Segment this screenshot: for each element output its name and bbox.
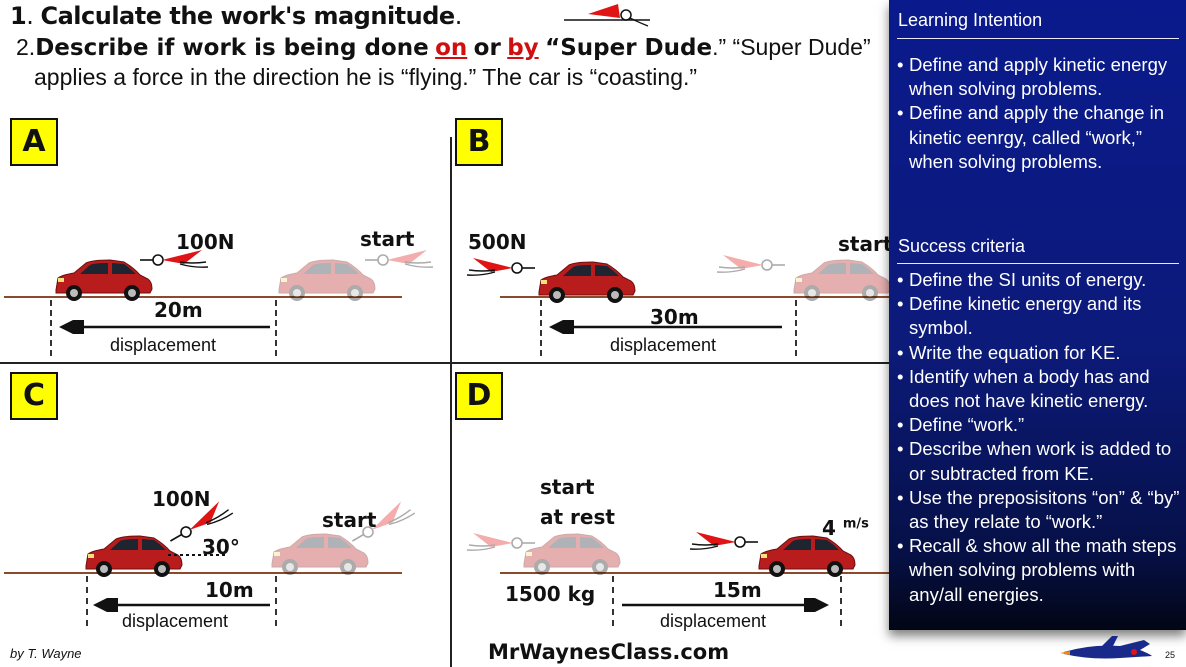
quadrant-b-ghost-dude	[716, 255, 785, 274]
quadrant-d-speed-unit: m/s	[842, 516, 869, 532]
quadrant-c-force: 100N	[152, 487, 211, 511]
success-item: Use the preposisitons “on” & “by” as the…	[897, 486, 1182, 534]
quadrant-b-start-marker	[795, 300, 797, 356]
quadrant-a-start: start	[360, 227, 415, 251]
success-item: Define “work.”	[897, 413, 1182, 437]
quadrant-a-end-marker	[50, 300, 52, 356]
quadrant-d-mass: 1500 kg	[505, 582, 596, 606]
quadrant-d-car	[758, 535, 856, 578]
q1-period: .	[454, 2, 463, 30]
quadrant-c-start-marker	[275, 576, 277, 626]
quadrant-a-label: A	[10, 118, 58, 166]
quadrant-d-speed: 4 m/s	[822, 516, 869, 540]
quadrant-b-super-dude	[466, 258, 535, 277]
quadrant-c-angle-guide	[168, 554, 226, 556]
success-item: Define kinetic energy and its symbol.	[897, 292, 1182, 340]
quadrant-b-start: start	[838, 232, 893, 256]
q2-or: or	[473, 35, 501, 61]
quadrant-d-speed-value: 4	[822, 516, 836, 540]
learning-item: Define and apply the change in kinetic e…	[897, 101, 1182, 174]
page-number: 25	[1165, 650, 1176, 660]
quadrant-c-displacement-label: displacement	[122, 611, 229, 631]
quadrant-a-distance: 20m	[154, 298, 203, 322]
q1-text: Calculate the work's magnitude	[40, 2, 455, 30]
quadrant-d-end-marker	[840, 576, 842, 626]
quadrant-c-end-marker	[86, 576, 88, 626]
quadrant-b-displacement-arrow	[549, 320, 782, 334]
success-item: Describe when work is added to or subtra…	[897, 437, 1182, 485]
success-item: Define the SI units of energy.	[897, 268, 1182, 292]
quadrant-c-distance: 10m	[205, 578, 254, 602]
quadrant-c-displacement-arrow	[93, 598, 270, 612]
quadrant-divider-horizontal	[0, 362, 890, 364]
quadrant-d-label: D	[455, 372, 503, 420]
quadrant-d-start-marker	[612, 576, 614, 626]
q2-by: by	[507, 35, 539, 61]
quadrant-a-start-marker	[275, 300, 277, 356]
q2-close: .”	[712, 34, 727, 60]
author-byline: by T. Wayne	[10, 646, 82, 661]
quadrant-d-displacement-arrow	[622, 598, 829, 612]
learning-intention-list: Define and apply kinetic energy when sol…	[897, 53, 1182, 174]
q2-super-dude: “Super Dude	[545, 35, 713, 61]
quadrant-c-label: C	[10, 372, 58, 420]
question-1: 1. Calculate the work's magnitude.	[10, 2, 462, 30]
quadrant-divider-vertical	[450, 137, 452, 667]
success-criteria-title: Success criteria	[898, 236, 1026, 256]
quadrant-d-ground	[500, 572, 890, 574]
quadrant-b-displacement-label: displacement	[610, 335, 717, 355]
quadrant-c-angle: 30°	[202, 535, 240, 559]
quadrant-a-displacement-label: displacement	[110, 335, 217, 355]
quadrant-a-ghost-car	[278, 259, 376, 302]
jet-logo-icon	[1060, 636, 1152, 659]
quadrant-b-ground	[500, 296, 890, 298]
q1-number: 1	[10, 2, 27, 30]
quadrant-c-ground	[4, 572, 402, 574]
success-item: Write the equation for KE.	[897, 341, 1182, 365]
quadrant-c-start: start	[322, 508, 377, 532]
q2-tail: “Super Dude”	[732, 34, 871, 60]
quadrant-a-ground	[4, 296, 402, 298]
learning-intention-title: Learning Intention	[898, 10, 1043, 30]
q2-describe: Describe if work is being done	[35, 35, 429, 61]
quadrant-b-distance: 30m	[650, 305, 699, 329]
quadrant-d-start-line-1: start	[540, 475, 595, 499]
quadrant-a-ghost-dude	[365, 250, 434, 269]
quadrant-b-car	[538, 261, 636, 304]
quadrant-d-ghost-dude	[466, 533, 535, 552]
site-name: MrWaynesClass.com	[488, 640, 730, 664]
success-criteria-rule	[897, 263, 1179, 264]
quadrant-b-end-marker	[540, 300, 542, 356]
success-item: Recall & show all the math steps when so…	[897, 534, 1182, 607]
quadrant-a-force: 100N	[176, 230, 235, 254]
quadrant-a-displacement-arrow	[59, 320, 270, 334]
q2-on: on	[435, 35, 468, 61]
quadrant-b-force: 500N	[468, 230, 527, 254]
learning-intention-rule	[897, 38, 1179, 39]
quadrant-b-label: B	[455, 118, 503, 166]
quadrant-d-start-line-2: at rest	[540, 505, 615, 529]
q2-number: 2.	[16, 34, 36, 60]
question-2-line-2: applies a force in the direction he is “…	[34, 64, 698, 90]
question-2: 2.Describe if work is being done on or b…	[16, 34, 871, 61]
super-dude-header-icon	[564, 4, 650, 27]
quadrant-d-displacement-label: displacement	[660, 611, 767, 631]
learning-item: Define and apply kinetic energy when sol…	[897, 53, 1182, 101]
quadrant-d-distance: 15m	[713, 578, 762, 602]
success-item: Identify when a body has and does not ha…	[897, 365, 1182, 413]
quadrant-b-ghost-car	[793, 259, 891, 302]
quadrant-d-super-dude	[689, 532, 758, 551]
quadrant-d-ghost-car	[523, 533, 621, 576]
success-criteria-list: Define the SI units of energy. Define ki…	[897, 268, 1182, 607]
objectives-panel: Learning Intention Define and apply kine…	[889, 0, 1186, 630]
